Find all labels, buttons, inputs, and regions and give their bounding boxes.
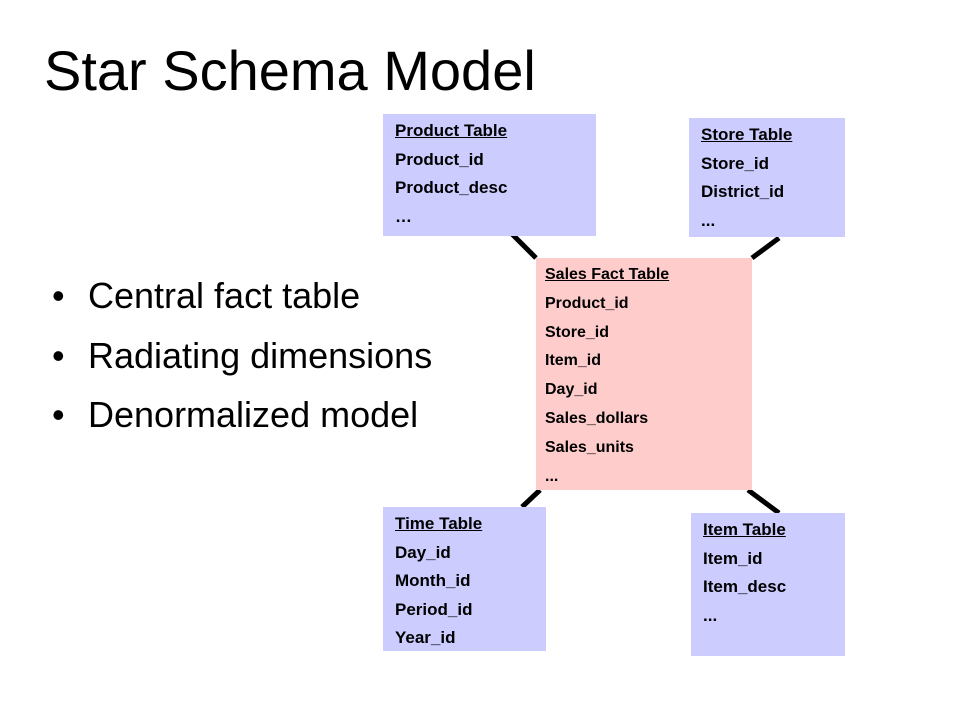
connector-item-sales: [746, 487, 781, 516]
store-table-header: Store Table: [701, 125, 793, 144]
time-table-box: Time Table Day_id Month_id Period_id Yea…: [383, 507, 546, 651]
bullet-dot-icon: •: [52, 334, 65, 376]
sales-fact-table-box: Sales Fact Table Product_id Store_id Ite…: [536, 258, 752, 490]
table-field: Sales_units: [545, 438, 634, 456]
table-field: Store_id: [545, 323, 610, 341]
table-field: ...: [703, 605, 718, 625]
bullet-list: •Central fact table •Radiating dimension…: [52, 276, 432, 455]
table-field: Day_id: [395, 542, 451, 562]
store-table-box: Store Table Store_id District_id ...: [689, 118, 845, 237]
bullet-item: •Central fact table: [52, 275, 361, 316]
table-field: Period_id: [395, 599, 473, 619]
connector-product-sales: [510, 232, 538, 260]
connector-store-sales: [750, 235, 781, 261]
table-field: Month_id: [395, 571, 471, 590]
table-field: Product_id: [545, 294, 629, 312]
table-field: Day_id: [545, 381, 598, 399]
table-field: Store_id: [701, 153, 770, 173]
table-field: Product_desc: [395, 178, 508, 197]
table-field: Item_desc: [703, 577, 787, 596]
table-field: …: [395, 206, 412, 226]
bullet-dot-icon: •: [52, 394, 65, 436]
table-field: District_id: [701, 182, 785, 201]
product-table-header: Product Table: [395, 121, 508, 140]
table-field: Sales_dollars: [545, 409, 649, 427]
product-table-box: Product Table Product_id Product_desc …: [383, 114, 596, 236]
table-field: Product_id: [395, 149, 484, 169]
bullet-item: •Denormalized model: [52, 394, 419, 436]
item-table-box: Item Table Item_id Item_desc ...: [691, 513, 845, 656]
table-field: ...: [545, 467, 559, 485]
table-field: Item_id: [545, 352, 602, 370]
sales-fact-table-header: Sales Fact Table: [545, 266, 670, 283]
item-table-header: Item Table: [703, 520, 786, 539]
slide-title: Star Schema Model: [44, 39, 536, 102]
time-table-header: Time Table: [395, 514, 483, 533]
table-field: ...: [701, 210, 716, 230]
bullet-item: •Radiating dimensions: [52, 334, 433, 376]
table-field: Year_id: [395, 628, 456, 647]
connector-time-sales: [520, 488, 542, 509]
bullet-dot-icon: •: [52, 275, 65, 316]
table-field: Item_id: [703, 548, 763, 568]
